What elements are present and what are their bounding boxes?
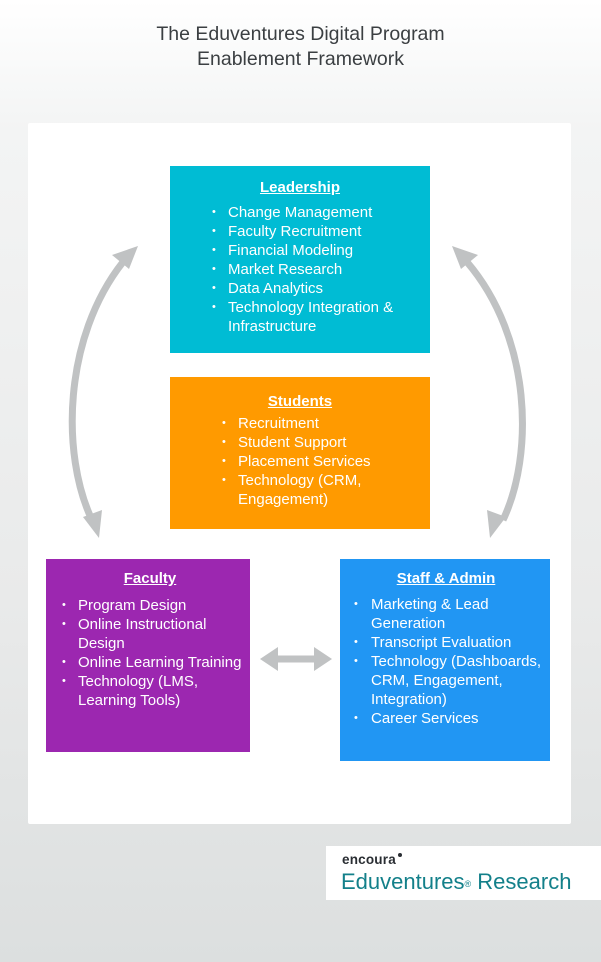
faculty-item: Online Learning Training (56, 653, 244, 672)
left-arrow-head-bottom (83, 510, 102, 538)
staff-admin-heading: Staff & Admin (396, 570, 496, 587)
leadership-box: Leadership Change Management Faculty Rec… (170, 166, 430, 353)
faculty-item: Program Design (56, 596, 244, 615)
title-line-1: The Eduventures Digital Program (156, 23, 445, 45)
students-box: Students Recruitment Student Support Pla… (170, 377, 430, 529)
eduventures-wordmark: Eduventures (341, 869, 465, 894)
leadership-item: Change Management (206, 203, 422, 222)
faculty-item: Technology (LMS, Learning Tools) (56, 672, 244, 710)
encoura-brand-name: encoura (342, 852, 402, 867)
leadership-item: Data Analytics (206, 279, 422, 298)
right-arrow-head-bottom (487, 510, 506, 538)
horizontal-arrow-head-left (260, 647, 278, 671)
page-title: The Eduventures Digital Program Enableme… (0, 22, 601, 72)
right-arrow-head-top (452, 246, 478, 269)
title-line-2: Enablement Framework (197, 48, 404, 70)
students-item: Placement Services (216, 452, 422, 471)
staff-admin-box: Staff & Admin Marketing & Lead Generatio… (340, 559, 550, 761)
faculty-list: Program Design Online Instructional Desi… (56, 596, 244, 710)
leadership-item: Technology Integration & Infrastructure (206, 298, 422, 336)
eduventures-research-name: Eduventures® Research (341, 869, 571, 895)
faculty-heading: Faculty (123, 570, 177, 587)
students-heading: Students (267, 393, 333, 410)
students-list: Recruitment Student Support Placement Se… (216, 414, 422, 509)
leadership-item: Market Research (206, 260, 422, 279)
leadership-heading: Leadership (259, 179, 341, 196)
staff-admin-item: Career Services (348, 709, 544, 728)
faculty-box: Faculty Program Design Online Instructio… (46, 559, 250, 752)
staff-admin-item: Transcript Evaluation (348, 633, 544, 652)
students-item: Student Support (216, 433, 422, 452)
faculty-item: Online Instructional Design (56, 615, 244, 653)
right-curved-arrow-line (464, 259, 526, 522)
registered-mark: ® (464, 879, 472, 889)
leadership-list: Change Management Faculty Recruitment Fi… (206, 203, 422, 336)
students-item: Recruitment (216, 414, 422, 433)
leadership-item: Financial Modeling (206, 241, 422, 260)
staff-admin-list: Marketing & Lead Generation Transcript E… (348, 595, 544, 728)
left-arrow-head-top (112, 246, 138, 269)
leadership-item: Faculty Recruitment (206, 222, 422, 241)
staff-admin-item: Marketing & Lead Generation (348, 595, 544, 633)
research-wordmark: Research (477, 869, 572, 894)
staff-admin-item: Technology (Dashboards, CRM, Engagement,… (348, 652, 544, 709)
horizontal-arrow-head-right (314, 647, 332, 671)
students-item: Technology (CRM, Engagement) (216, 471, 422, 509)
left-curved-arrow-line (68, 259, 126, 522)
encoura-eduventures-logo: encoura Eduventures® Research (326, 846, 601, 900)
